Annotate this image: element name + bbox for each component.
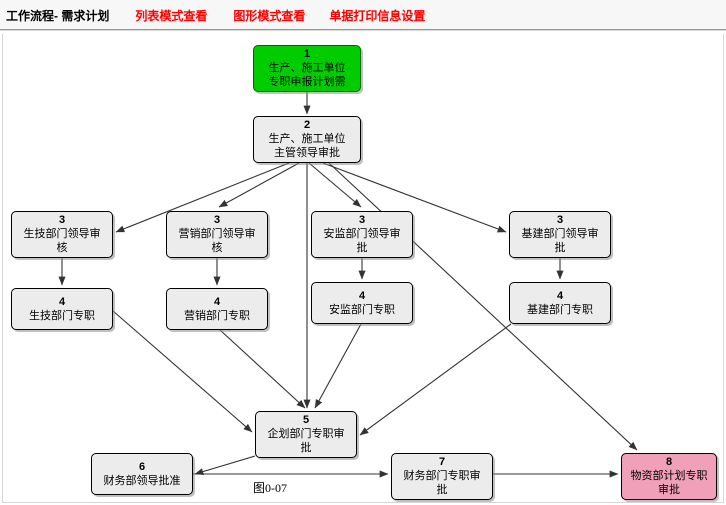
edge-n4b-to-n5 (219, 329, 306, 409)
node-label-line: 财务部门专职审 (403, 470, 481, 482)
node-label-line: 财务部领导批准 (103, 474, 181, 487)
edge-n2-to-n3c (308, 162, 362, 208)
link-graphic-mode-view[interactable]: 图形模式查看 (233, 8, 306, 23)
node-step-number: 2 (303, 119, 311, 131)
node-step-number: 4 (213, 295, 221, 308)
node-step-number: 6 (138, 460, 146, 473)
node-step-number: 4 (556, 289, 564, 302)
node-step-number: 4 (58, 295, 66, 308)
node-step-number: 3 (358, 214, 366, 226)
workflow-node-3-n3c[interactable]: 3 安监部门领导审批 (311, 211, 413, 258)
node-step-number: 3 (213, 214, 221, 226)
node-label-line: 批 (356, 242, 368, 254)
edge-n2-to-n3a (115, 162, 290, 233)
node-label-line: 核 (56, 242, 68, 254)
node-step-number: 3 (58, 214, 66, 226)
node-label-line: 专职申报计划需 (268, 76, 346, 88)
edge-n2-to-n3b (218, 162, 300, 208)
node-label-line: 营销部门专职 (184, 309, 250, 322)
workflow-node-7-n7[interactable]: 7 财务部门专职审批 (391, 453, 493, 500)
node-label-line: 安监部门专职 (329, 303, 395, 316)
node-step-number: 7 (438, 456, 446, 468)
node-step-number: 5 (302, 414, 310, 426)
node-step-number: 3 (556, 214, 564, 226)
workflow-node-1-n1[interactable]: 1 生产、施工单位专职申报计划需 (253, 45, 361, 92)
node-label-line: 基建部门专职 (527, 303, 593, 316)
workflow-node-3-n3d[interactable]: 3 基建部门领导审批 (509, 211, 611, 258)
node-label-line: 安监部门领导审 (323, 228, 401, 240)
header-divider (0, 29, 726, 31)
node-step-number: 8 (665, 456, 673, 468)
node-label-line: 生技部门领导审 (23, 228, 101, 240)
node-label-line: 批 (436, 484, 448, 496)
node-label-line: 生产、施工单位 (268, 62, 346, 74)
node-label-line: 基建部门领导审 (521, 228, 599, 240)
workflow-edges (58, 92, 638, 478)
link-print-settings[interactable]: 单据打印信息设置 (329, 8, 426, 23)
node-step-number: 1 (303, 48, 311, 60)
edge-n4a-to-n5 (112, 310, 253, 433)
node-label-line: 审批 (658, 484, 680, 496)
edge-n5-to-n6 (194, 455, 256, 475)
link-list-mode-view[interactable]: 列表模式查看 (135, 8, 208, 23)
workflow-node-2-n2[interactable]: 2 生产、施工单位主管领导审批 (253, 116, 361, 163)
workflow-node-3-n3a[interactable]: 3 生技部门领导审核 (11, 211, 113, 258)
node-step-number: 4 (358, 289, 366, 302)
node-label-line: 主管领导审批 (274, 147, 340, 159)
workflow-node-8-n8[interactable]: 8 物资部计划专职审批 (621, 453, 717, 500)
workflow-node-5-n5[interactable]: 5 企划部门专职审批 (255, 411, 357, 458)
workflow-node-3-n3b[interactable]: 3 营销部门领导审核 (166, 211, 268, 258)
node-label-line: 生产、施工单位 (268, 133, 346, 145)
edge-n4d-to-n5 (359, 323, 512, 436)
node-label-line: 核 (211, 242, 223, 254)
node-label-line: 物资部计划专职 (630, 470, 708, 482)
figure-caption: 图0-07 (253, 481, 287, 495)
node-label-line: 营销部门领导审 (178, 228, 256, 240)
page-header: 工作流程- 需求计划 列表模式查看 图形模式查看 单据打印信息设置 (0, 0, 726, 30)
edge-n2-to-n8 (328, 162, 638, 451)
node-label-line: 批 (554, 242, 566, 254)
edge-n2-to-n3d (322, 162, 507, 233)
page-title: 工作流程- 需求计划 (6, 8, 110, 23)
node-label-line: 批 (300, 442, 312, 454)
node-label-line: 企划部门专职审 (267, 428, 345, 440)
edge-n4c-to-n5 (314, 323, 362, 409)
edge-layer (58, 92, 638, 478)
node-label-line: 生技部门专职 (29, 309, 95, 322)
